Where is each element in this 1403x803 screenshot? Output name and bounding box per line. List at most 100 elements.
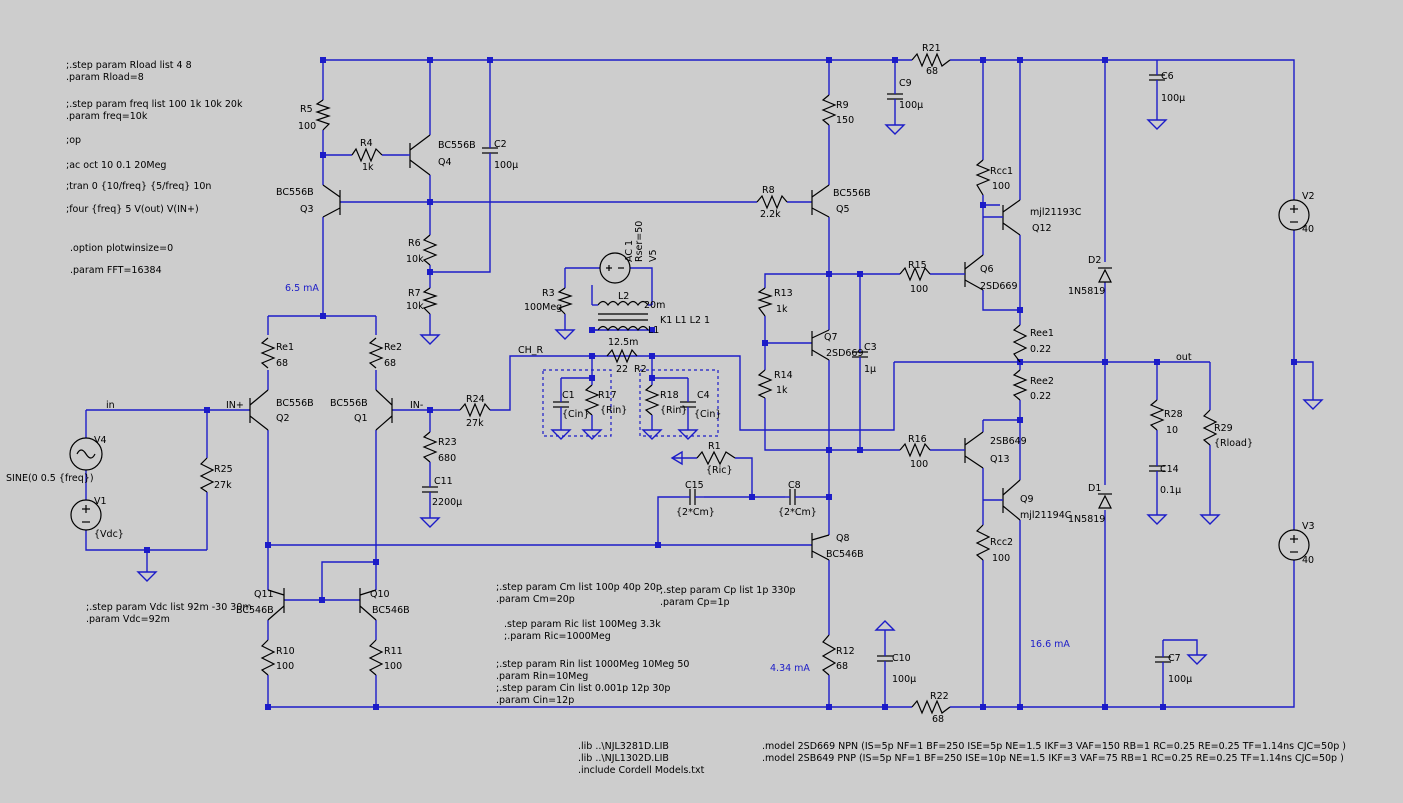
label-q8-name: Q8 <box>836 533 850 544</box>
label-c4-value: {Cin} <box>694 409 721 420</box>
label-r8-value: 2.2k <box>760 209 781 220</box>
ground-symbol <box>884 124 906 135</box>
label-r28-value: 10 <box>1166 425 1178 436</box>
label-r7-name: R7 <box>408 288 421 299</box>
label-v1-name: V1 <box>94 496 107 507</box>
directive-tran: ;tran 0 {10/freq} {5/freq} 10n <box>66 181 211 192</box>
ground-symbol <box>1146 119 1168 130</box>
ground-symbol <box>550 429 572 440</box>
label-re2-name: Re2 <box>384 342 402 353</box>
label-v5-value: AC 1 <box>624 240 635 262</box>
resistor-symbol <box>368 337 384 369</box>
directive-param-ric: ;.param Ric=1000Meg <box>504 631 611 642</box>
label-r9-value: 150 <box>836 115 854 126</box>
label-r11-name: R11 <box>384 646 403 657</box>
label-r12-value: 68 <box>836 661 848 672</box>
label-q1-name: Q1 <box>354 413 368 424</box>
label-q12-type: mjl21193C <box>1030 207 1082 218</box>
directive-lib1: .lib ..\NJL3281D.LIB <box>578 741 669 752</box>
label-q10-type: BC546B <box>372 605 410 616</box>
capacitor-symbol <box>553 401 569 408</box>
diode-symbols <box>1098 267 1112 509</box>
label-c10-value: 100µ <box>892 674 916 685</box>
label-q7-name: Q7 <box>824 332 838 343</box>
directive-step-cp: ;.step param Cp list 1p 330p <box>660 585 796 596</box>
label-re1-value: 68 <box>276 358 288 369</box>
label-r25-value: 27k <box>214 480 232 491</box>
label-r1-value: {Ric} <box>706 465 733 476</box>
ground-symbols <box>136 119 1324 665</box>
directive-step-vdc: ;.step param Vdc list 92m -30 30m <box>86 602 252 613</box>
label-v5-name: V5 <box>648 249 659 262</box>
net-label-out: out <box>1176 352 1192 363</box>
transistor-q7 <box>811 329 830 361</box>
voltage-source-v1 <box>70 499 102 531</box>
label-c4-name: C4 <box>697 390 710 401</box>
label-q2-name: Q2 <box>276 413 290 424</box>
label-c14-value: 0.1µ <box>1160 485 1181 496</box>
label-c14-name: C14 <box>1160 464 1179 475</box>
label-v2-value: 40 <box>1302 224 1314 235</box>
resistor-symbol <box>756 194 788 210</box>
label-re2-value: 68 <box>384 358 396 369</box>
label-c9-value: 100µ <box>899 100 923 111</box>
ground-symbol <box>581 429 603 440</box>
ground-symbol <box>136 571 158 582</box>
directive-param-cm: .param Cm=20p <box>496 594 575 605</box>
directive-ac: ;ac oct 10 0.1 20Meg <box>66 160 166 171</box>
label-q4-name: Q4 <box>438 157 452 168</box>
directive-param-rload: .param Rload=8 <box>66 72 144 83</box>
label-r15-value: 100 <box>910 284 928 295</box>
ground-symbol <box>670 450 683 466</box>
label-r14-name: R14 <box>774 370 793 381</box>
label-r6-name: R6 <box>408 238 421 249</box>
resistor-symbol <box>422 287 438 315</box>
ground-symbol <box>1199 514 1221 525</box>
resistor-symbol <box>899 442 931 458</box>
directive-fft: .param FFT=16384 <box>70 265 162 276</box>
resistor-symbol <box>315 99 331 131</box>
label-c15-value: {2*Cm} <box>676 507 715 518</box>
transistor-q9 <box>1002 479 1021 521</box>
label-ree2-value: 0.22 <box>1030 391 1051 402</box>
label-r18-value: {Rin} <box>660 405 687 416</box>
label-c8-value: {2*Cm} <box>778 507 817 518</box>
label-v2-name: V2 <box>1302 191 1315 202</box>
wires <box>85 59 1314 708</box>
directive-param-rin: .param Rin=10Meg <box>496 671 588 682</box>
current-q3: 6.5 mA <box>285 283 319 294</box>
label-r7-value: 10k <box>406 301 424 312</box>
label-r16-name: R16 <box>908 434 927 445</box>
net-label-in-plus: IN+ <box>226 400 244 411</box>
source-symbols <box>69 199 1310 561</box>
label-v1-value: {Vdc} <box>94 529 124 540</box>
label-q4-type: BC556B <box>438 140 476 151</box>
directive-param-vdc: .param Vdc=92m <box>86 614 170 625</box>
directive-kcoupling: K1 L1 L2 1 <box>660 315 710 326</box>
label-r22-name: R22 <box>930 691 949 702</box>
current-q9: 16.6 mA <box>1030 639 1070 650</box>
label-c1-value: {Cin} <box>562 409 589 420</box>
label-r24-value: 27k <box>466 418 484 429</box>
capacitor-symbol <box>422 486 438 493</box>
resistor-symbol <box>199 457 215 493</box>
capacitor-symbol <box>887 93 903 100</box>
resistor-symbol <box>821 634 837 676</box>
label-r18-name: R18 <box>660 390 679 401</box>
voltage-source-v5 <box>599 252 631 284</box>
label-c10-name: C10 <box>892 653 911 664</box>
label-q3-name: Q3 <box>300 204 314 215</box>
label-r16-value: 100 <box>910 459 928 470</box>
label-q7-type: 2SD669 <box>826 348 864 359</box>
label-r13-value: 1k <box>776 304 788 315</box>
label-r3-value: 100Meg <box>524 302 562 313</box>
label-c2-name: C2 <box>494 139 507 150</box>
spice-directives: ;.step param Rload list 4 8 .param Rload… <box>66 60 1346 776</box>
ground-symbol <box>677 429 699 440</box>
ground-symbol <box>641 429 663 440</box>
transistor-q13 <box>964 431 984 469</box>
label-r29-value: {Rload} <box>1214 438 1253 449</box>
label-r10-name: R10 <box>276 646 295 657</box>
label-r22-value: 68 <box>932 714 944 725</box>
